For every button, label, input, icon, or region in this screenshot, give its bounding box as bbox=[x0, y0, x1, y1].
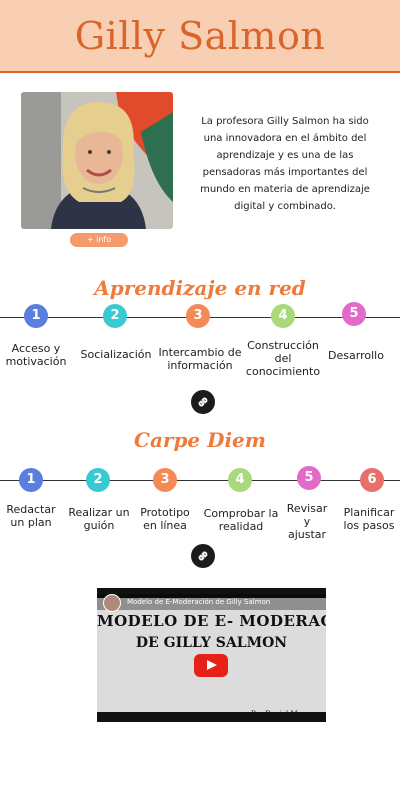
step-circle: 3 bbox=[153, 468, 177, 492]
video-thumbnail: MODELO DE E- MODERACIÓN DE GILLY SALMON … bbox=[97, 598, 326, 718]
timeline-line bbox=[0, 480, 400, 481]
step-circle: 6 bbox=[360, 468, 384, 492]
play-icon[interactable] bbox=[194, 654, 228, 677]
step-circle: 4 bbox=[228, 468, 252, 492]
link-icon bbox=[198, 551, 208, 561]
link-button[interactable] bbox=[191, 544, 215, 568]
step-circle: 2 bbox=[86, 468, 110, 492]
step-circle: 1 bbox=[24, 304, 48, 328]
step-label: Desarrollo bbox=[328, 349, 384, 362]
video-credit: Por Daniel Marquez bbox=[251, 710, 322, 718]
step-label: Realizar un guión bbox=[68, 506, 130, 532]
page-title: Gilly Salmon bbox=[74, 14, 326, 58]
step-label: Intercambio de información bbox=[158, 346, 242, 372]
video-title[interactable]: Modelo de E-Moderación de Gilly Salmon bbox=[97, 594, 326, 610]
step-circle: 5 bbox=[297, 466, 321, 490]
step-label: Planificar los pasos bbox=[343, 506, 395, 532]
link-button[interactable] bbox=[191, 390, 215, 414]
step-label: Prototipo en línea bbox=[140, 506, 190, 532]
step-label: Revisar y ajustar bbox=[286, 502, 328, 541]
video-embed[interactable]: MODELO DE E- MODERACIÓN DE GILLY SALMON … bbox=[97, 588, 326, 722]
channel-avatar[interactable] bbox=[103, 594, 121, 612]
step-label: Redactar un plan bbox=[6, 503, 56, 529]
step-label: Acceso y motivación bbox=[5, 342, 67, 368]
step-label: Comprobar la realidad bbox=[203, 507, 279, 533]
step-circle: 2 bbox=[103, 304, 127, 328]
step-circle: 4 bbox=[271, 304, 295, 328]
step-label: Socialización bbox=[80, 348, 152, 361]
link-icon bbox=[198, 397, 208, 407]
video-heading-line2: DE GILLY SALMON bbox=[135, 635, 288, 651]
profile-photo bbox=[21, 92, 173, 229]
more-info-button[interactable]: + info bbox=[70, 233, 128, 247]
profile-photo-image bbox=[21, 92, 173, 229]
bio-text: La profesora Gilly Salmon ha sido una in… bbox=[200, 116, 370, 212]
section-title-carpe-diem: Carpe Diem bbox=[134, 428, 266, 452]
step-circle: 5 bbox=[342, 302, 366, 326]
section-title-aprendizaje: Aprendizaje en red bbox=[94, 276, 306, 300]
video-heading-line1: MODELO DE E- MODERACIÓN bbox=[97, 612, 326, 630]
step-circle: 3 bbox=[186, 304, 210, 328]
step-circle: 1 bbox=[19, 468, 43, 492]
step-label: Construcción del conocimiento bbox=[245, 339, 321, 378]
header-banner: Gilly Salmon bbox=[0, 0, 400, 73]
